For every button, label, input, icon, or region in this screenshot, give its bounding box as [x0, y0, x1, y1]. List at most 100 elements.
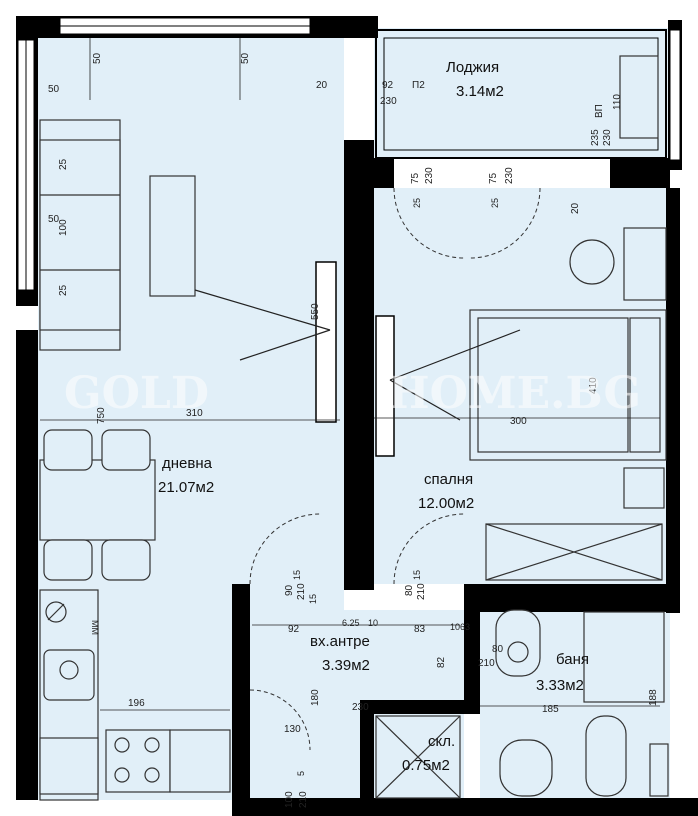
door-lines — [194, 289, 521, 421]
loggia-window-right — [669, 29, 681, 161]
dim-label: 80 — [492, 644, 504, 655]
dim-label: 25 — [412, 198, 422, 208]
shower — [583, 611, 665, 703]
chair — [43, 429, 93, 471]
room-name-bedroom: спалня — [424, 471, 473, 488]
washbasin — [499, 739, 553, 797]
dimension-labels: 50 50 50 50 20 92 230 П2 110 235 230 ВП … — [48, 52, 659, 808]
wall-storage-top — [360, 700, 480, 714]
cooktop — [105, 729, 171, 793]
dim-label: 230 — [602, 129, 613, 146]
dim-label: 50 — [48, 84, 60, 95]
dim-label: ВП — [594, 104, 605, 118]
dim-label: 15 — [292, 570, 302, 580]
chair — [101, 429, 151, 471]
dim-label: 180 — [310, 689, 321, 706]
dim-label: 750 — [96, 407, 107, 424]
coffee-table — [149, 175, 196, 297]
room-area-living: 21.07м2 — [158, 479, 214, 496]
chair — [43, 539, 93, 581]
dim-label: 230 — [504, 167, 515, 184]
dim-label: 10 — [368, 618, 378, 628]
dim-label: 20 — [316, 80, 328, 91]
dim-label: 300 — [510, 416, 527, 427]
dimension-lines — [40, 38, 660, 711]
dim-label: 230 — [352, 702, 369, 713]
dim-label: 100 — [284, 791, 295, 808]
dim-label: 75 — [488, 172, 499, 184]
room-name-entrance: вх.антре — [310, 633, 370, 650]
dim-label: 196 — [128, 698, 145, 709]
dim-label: 410 — [588, 377, 599, 394]
room-name-living: дневна — [162, 455, 213, 472]
dim-label: 50 — [48, 214, 60, 225]
room-name-storage: скл. — [428, 733, 455, 750]
room-area-storage: 0.75м2 — [402, 757, 450, 774]
furniture — [39, 55, 669, 801]
dim-label: MM — [90, 620, 100, 635]
dim-label: 15 — [308, 594, 318, 604]
sliding-doors — [315, 261, 395, 457]
dim-label: 110 — [612, 94, 623, 110]
room-area-loggia: 3.14м2 — [456, 83, 504, 100]
room-area-entrance: 3.39м2 — [322, 657, 370, 674]
room-area-bedroom: 12.00м2 — [418, 495, 474, 512]
dim-label: 188 — [648, 689, 659, 706]
dim-label: 83 — [414, 624, 426, 635]
boiler — [649, 743, 669, 797]
chair — [101, 539, 151, 581]
wall-bottom — [250, 798, 698, 816]
wall-center — [344, 140, 374, 590]
dim-label: 210 — [298, 791, 309, 808]
room-fills — [38, 28, 670, 800]
dim-label: 210 — [296, 583, 307, 600]
dining-table — [39, 459, 156, 541]
windows — [17, 17, 681, 291]
dim-label: 210 — [416, 583, 427, 600]
dim-label: 230 — [380, 96, 397, 107]
room-name-loggia: Лоджия — [446, 59, 499, 76]
radiator — [623, 227, 667, 301]
wall-bedroom-top-right — [610, 158, 670, 188]
dim-label: П2 — [412, 80, 425, 91]
dim-label: 230 — [424, 167, 435, 184]
dim-label: 5 — [296, 771, 306, 776]
dim-label: 75 — [410, 172, 421, 184]
dim-label: 25 — [58, 158, 69, 170]
dim-label: 130 — [284, 724, 301, 735]
dim-label: 550 — [310, 303, 321, 320]
dim-label: 92 — [382, 80, 394, 91]
room-area-bath: 3.33м2 — [536, 677, 584, 694]
wall-bath-left — [464, 612, 480, 704]
dim-label: 310 — [186, 408, 203, 419]
wall-storage-left — [360, 700, 374, 800]
dim-label: 80 — [404, 584, 415, 596]
watermark-left: GOLD — [64, 368, 209, 419]
dim-label: 92 — [288, 624, 300, 635]
dim-label: 50 — [92, 52, 103, 64]
dim-label: 50 — [240, 52, 251, 64]
dim-label: 25 — [490, 198, 500, 208]
dim-label: 82 — [436, 656, 447, 668]
toilet — [585, 715, 627, 797]
wall-entrance-left — [232, 584, 250, 816]
dim-label: 210 — [478, 658, 495, 669]
dim-label: 185 — [542, 704, 559, 715]
lamp — [569, 239, 615, 285]
dim-label: 20 — [570, 202, 581, 214]
wall-right — [666, 188, 680, 613]
wall-bedroom-top-left — [374, 158, 394, 188]
loggia-radiator — [619, 55, 659, 139]
oven — [39, 737, 99, 795]
wall-bedroom-bottom — [464, 584, 680, 612]
bedside-table — [623, 467, 665, 509]
dim-label: 15 — [412, 570, 422, 580]
dim-label: 6.25 — [342, 618, 360, 628]
base-cabinet — [169, 729, 231, 793]
washing-machine — [45, 601, 67, 623]
dim-label: 25 — [58, 284, 69, 296]
dim-label: 1063 — [450, 622, 470, 632]
dim-label: 235 — [590, 129, 601, 146]
dim-label: 100 — [58, 219, 69, 236]
